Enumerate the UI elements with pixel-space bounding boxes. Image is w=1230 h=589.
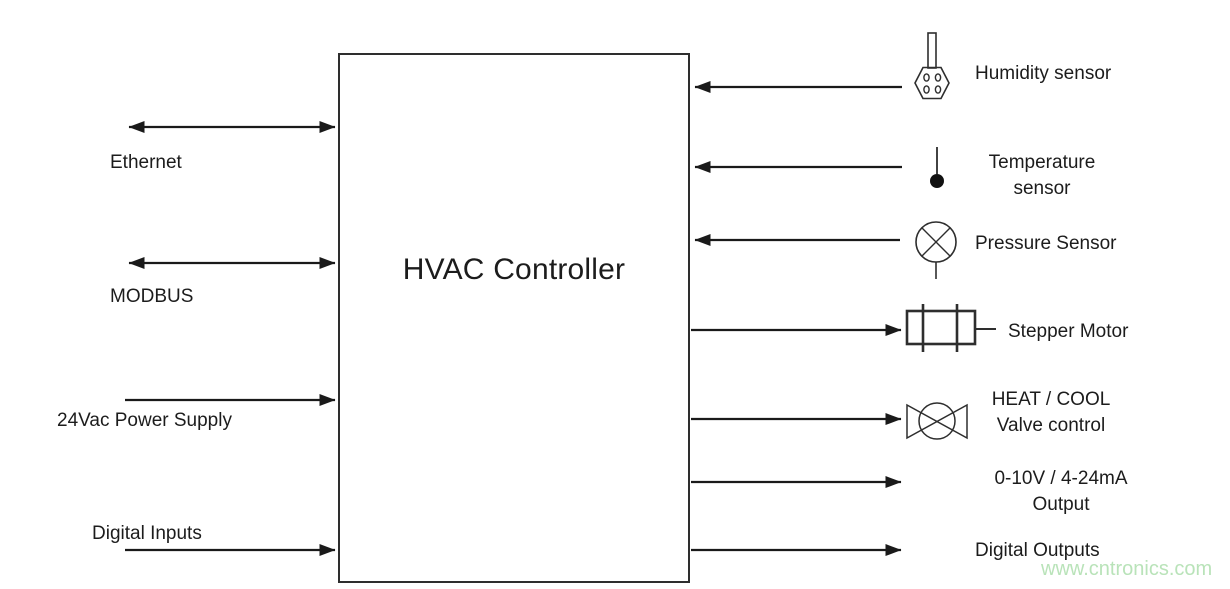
analog-output-label-line1: 0-10V / 4-24mA (994, 468, 1128, 489)
hvac-controller-box: HVAC Controller (338, 53, 690, 583)
stepper-motor-icon (905, 304, 996, 352)
valve-control-label-line1: HEAT / COOL (991, 389, 1111, 410)
temperature-sensor-label-line1: Temperature (988, 152, 1096, 173)
temperature-sensor-label-line2: sensor (1013, 178, 1071, 199)
digital-inputs-label: Digital Inputs (92, 523, 202, 544)
humidity-sensor-label: Humidity sensor (975, 63, 1112, 84)
temperature-sensor-label: Temperature sensor (977, 150, 1107, 202)
valve-icon (906, 402, 968, 440)
ethernet-label: Ethernet (110, 152, 182, 173)
watermark-text: www.cntronics.com (1041, 558, 1213, 580)
stepper-motor-label: Stepper Motor (1008, 321, 1129, 342)
temperature-sensor-icon (930, 147, 944, 188)
digital-outputs-label: Digital Outputs (975, 540, 1100, 561)
controller-title: HVAC Controller (402, 253, 626, 286)
pressure-sensor-icon (915, 221, 957, 279)
humidity-sensor-icon (914, 32, 950, 100)
modbus-label: MODBUS (110, 286, 194, 307)
analog-output-label-line2: Output (1032, 494, 1090, 515)
valve-control-label: HEAT / COOL Valve control (980, 387, 1122, 439)
valve-control-label-line2: Valve control (996, 415, 1106, 436)
power-supply-label: 24Vac Power Supply (57, 410, 232, 431)
pressure-sensor-label: Pressure Sensor (975, 233, 1117, 254)
analog-output-label: 0-10V / 4-24mA Output (990, 466, 1132, 518)
